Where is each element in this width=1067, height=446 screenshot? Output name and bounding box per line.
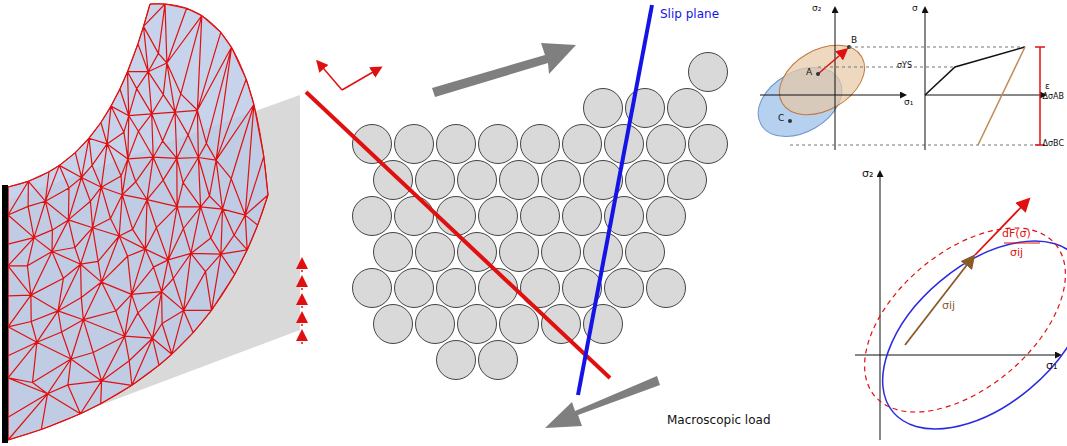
yield-surface-plot: [831, 172, 1067, 446]
increment-label: ΔσBC: [1043, 140, 1064, 148]
particle: [353, 125, 392, 164]
gradient-label: σij: [1010, 247, 1023, 258]
particle: [542, 233, 581, 272]
stress-label: σij: [942, 300, 955, 311]
load-arrow: [545, 376, 660, 428]
particle: [542, 161, 581, 200]
particle: [563, 197, 602, 236]
particles: [353, 53, 728, 380]
particle: [689, 53, 728, 92]
particle: [458, 305, 497, 344]
particle: [626, 233, 665, 272]
particle: [374, 233, 413, 272]
particle: [521, 125, 560, 164]
particle: [500, 233, 539, 272]
particle: [353, 197, 392, 236]
particle: [437, 341, 476, 380]
plane-label: Slip plane: [660, 8, 719, 20]
axis-label: σ₁: [904, 98, 913, 107]
particle: [437, 269, 476, 308]
clamp: [2, 185, 8, 443]
particle: [479, 197, 518, 236]
particle: [437, 125, 476, 164]
deformed-mesh: [8, 4, 268, 440]
point-label: B: [851, 36, 857, 45]
particle: [416, 305, 455, 344]
particle: [626, 161, 665, 200]
particle: [584, 89, 623, 128]
particle: [479, 341, 518, 380]
particle: [374, 161, 413, 200]
mesh-lines: [8, 4, 268, 440]
particle: [647, 269, 686, 308]
axis-label: σ₂: [862, 168, 873, 179]
plate-surface: [8, 4, 268, 440]
particle: [500, 305, 539, 344]
particle: [458, 161, 497, 200]
load-arrows: [301, 260, 303, 344]
yield-label: σYS: [897, 62, 912, 70]
slip-plane-line: [578, 5, 652, 395]
particle: [353, 269, 392, 308]
particle: [668, 89, 707, 128]
particle: [395, 269, 434, 308]
axis-label: σ: [912, 4, 918, 13]
particle: [542, 305, 581, 344]
particle: [521, 197, 560, 236]
increment-label: ΔσAB: [1042, 93, 1064, 101]
axis-label: σ₁: [1046, 360, 1057, 371]
stress-space-plot: [746, 8, 1040, 150]
gradient-label: dF(σ): [1002, 228, 1031, 239]
particle: [647, 197, 686, 236]
particle: [605, 269, 644, 308]
particle: [416, 161, 455, 200]
load-label: Macroscopic load: [667, 414, 771, 426]
particle: [416, 233, 455, 272]
particle: [479, 125, 518, 164]
load-arrow: [432, 43, 576, 97]
axis-label: ε: [1045, 82, 1050, 91]
point-label: A: [806, 68, 812, 77]
particle: [647, 125, 686, 164]
normal-arrows: [318, 62, 380, 90]
particle: [500, 161, 539, 200]
plane-line: [306, 92, 610, 378]
particle: [374, 305, 413, 344]
stress-strain-plot: [925, 8, 1045, 150]
particle: [437, 197, 476, 236]
particle: [563, 125, 602, 164]
particle: [395, 197, 434, 236]
axis-label: σ₂: [812, 4, 821, 13]
point-label: C: [778, 114, 784, 123]
particle: [395, 125, 434, 164]
particle: [668, 161, 707, 200]
particle: [689, 125, 728, 164]
